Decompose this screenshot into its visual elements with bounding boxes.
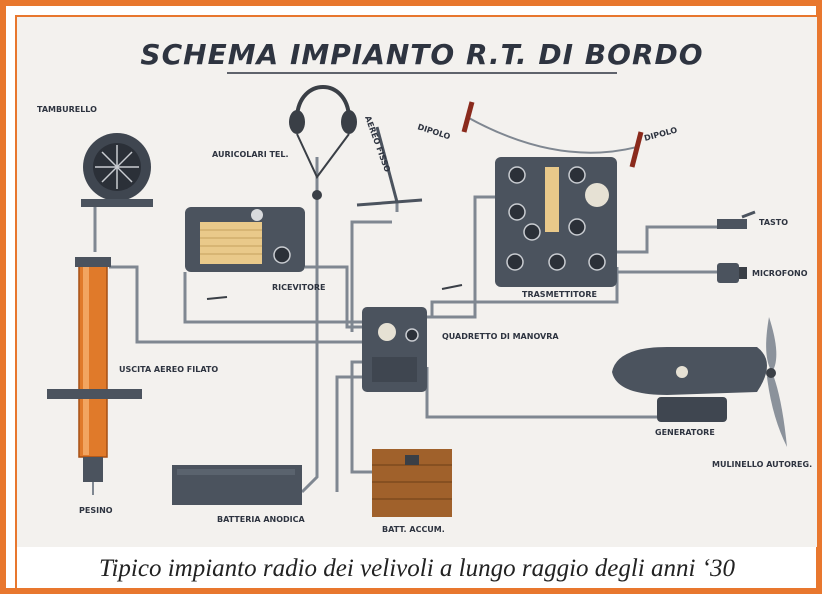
label-tasto: TASTO: [759, 218, 788, 227]
plug-details: [206, 284, 463, 300]
batt-accum-crate-icon: [372, 449, 452, 517]
auricolari-headphones-icon: [289, 85, 357, 200]
label-uscita-aereo: USCITA AEREO FILATO: [119, 365, 218, 374]
label-batteria-anodica: BATTERIA ANODICA: [217, 515, 306, 524]
dipolo-antenna-icon: [461, 101, 644, 168]
schematic-poster: SCHEMA IMPIANTO R.T. DI BORDO TAMBURELLO…: [17, 17, 817, 547]
label-quadretto: QUADRETTO DI MANOVRA: [442, 332, 559, 341]
tamburello-reel-icon: [81, 133, 153, 207]
inner-frame: SCHEMA IMPIANTO R.T. DI BORDO TAMBURELLO…: [15, 15, 819, 591]
batteria-anodica-icon: [172, 465, 302, 505]
label-mulinello: MULINELLO AUTOREG.: [712, 460, 812, 469]
aereo-fisso-antenna-icon: [356, 126, 423, 207]
label-pesino: PESINO: [79, 506, 113, 515]
diagram-title: SCHEMA IMPIANTO R.T. DI BORDO: [140, 38, 703, 71]
quadretto-control-panel-icon: [362, 307, 427, 392]
label-dipolo-right: DIPOLO: [643, 125, 678, 143]
wiring-diagram: SCHEMA IMPIANTO R.T. DI BORDO TAMBURELLO…: [37, 38, 812, 534]
label-dipolo-left: DIPOLO: [416, 122, 451, 141]
label-generatore: GENERATORE: [655, 428, 715, 437]
label-trasmettitore: TRASMETTITORE: [522, 290, 597, 299]
label-ricevitore: RICEVITORE: [272, 283, 326, 292]
label-microfono: MICROFONO: [752, 269, 808, 278]
label-auricolari: AURICOLARI TEL.: [212, 150, 289, 159]
generatore-generator-icon: [612, 347, 767, 422]
label-tamburello: TAMBURELLO: [37, 105, 97, 114]
label-aereo-fisso: AEREO FISSO: [363, 115, 392, 174]
label-batt-accum: BATT. ACCUM.: [382, 525, 445, 534]
trasmettitore-transmitter-icon: [495, 157, 617, 287]
tasto-key-icon: [717, 210, 756, 229]
microfono-microphone-icon: [717, 263, 747, 283]
figure-caption: Tipico impianto radio dei velivoli a lun…: [98, 555, 736, 582]
aereo-filato-mast-icon: [47, 257, 142, 495]
ricevitore-receiver-icon: [185, 207, 305, 272]
mulinello-propeller-icon: [766, 317, 787, 447]
